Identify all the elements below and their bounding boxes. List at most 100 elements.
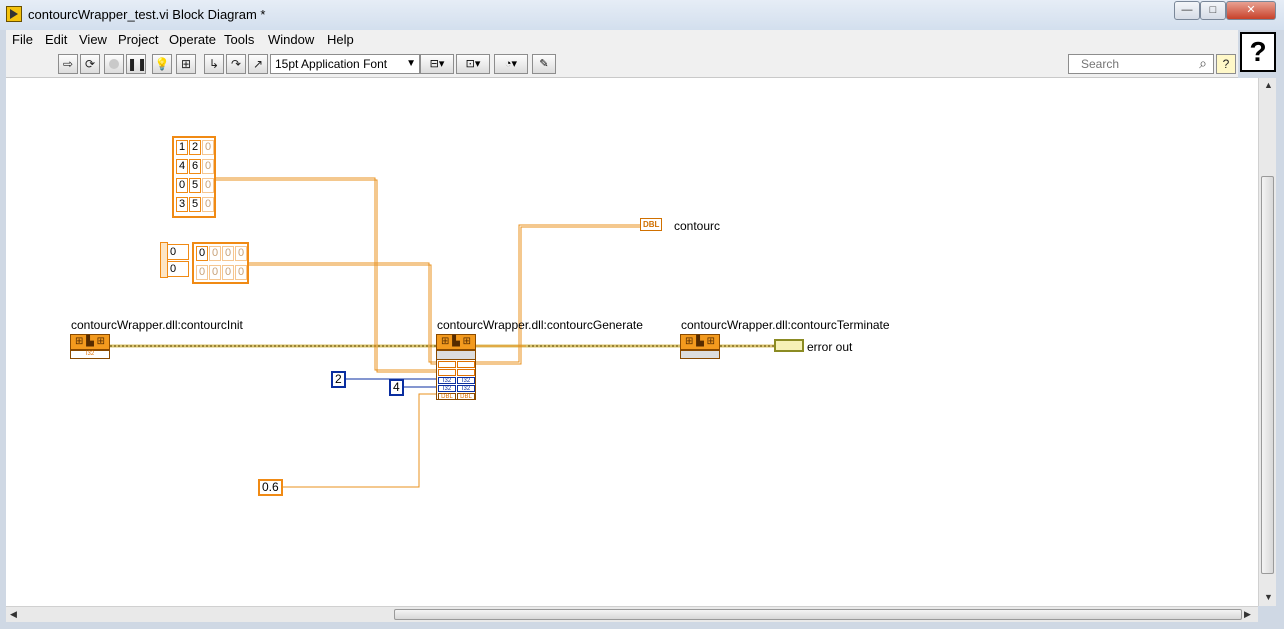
menu-window[interactable]: Window xyxy=(268,32,315,47)
array-cell[interactable]: 0 xyxy=(222,265,234,280)
i32-terminal[interactable]: I32 xyxy=(457,385,475,392)
cols-constant[interactable]: 4 xyxy=(389,379,404,396)
search-icon[interactable]: ⌕ xyxy=(1199,55,1207,71)
abort-icon[interactable] xyxy=(104,54,124,74)
menu-help[interactable]: Help xyxy=(327,32,354,47)
matrix-array-constant[interactable]: 1 2 0 4 6 0 0 5 0 3 5 0 xyxy=(172,136,216,218)
toolbar: ⇨ ⟳ ❚❚ 💡 ⊞ ↳ ↷ ↗ 15pt Application Font ▼… xyxy=(6,50,1238,78)
matrix-cell[interactable]: 0 xyxy=(176,178,188,193)
block-diagram-canvas[interactable]: 1 2 0 4 6 0 0 5 0 3 5 0 0 0 0 0 0 0 0 0 … xyxy=(6,78,1258,606)
call-library-icon: ⊞ ▙ ⊞ xyxy=(440,336,471,347)
array-terminal[interactable] xyxy=(438,369,456,376)
horizontal-scroll-thumb[interactable] xyxy=(394,609,1242,620)
clean-up-diagram-icon[interactable]: ✎ xyxy=(532,54,556,74)
chevron-down-icon: ▼ xyxy=(406,58,416,69)
scroll-right-icon[interactable]: ▶ xyxy=(1244,609,1251,619)
close-button[interactable]: ✕ xyxy=(1226,1,1276,20)
matrix-cell[interactable]: 0 xyxy=(202,197,214,212)
align-objects-icon[interactable]: ⊟▾ xyxy=(420,54,454,74)
search-box[interactable]: ⌕ xyxy=(1068,54,1214,74)
window-title: contourcWrapper_test.vi Block Diagram * xyxy=(28,7,266,22)
search-input[interactable] xyxy=(1071,56,1181,72)
scroll-left-icon[interactable]: ◀ xyxy=(10,609,17,619)
array-cell[interactable]: 0 xyxy=(196,265,208,280)
pause-icon[interactable]: ❚❚ xyxy=(126,54,147,74)
matrix-cell[interactable]: 1 xyxy=(176,140,188,155)
dbl-terminal[interactable]: DBL xyxy=(438,393,456,400)
array-index-col[interactable]: 0 xyxy=(167,261,189,277)
maximize-button[interactable]: □ xyxy=(1200,1,1226,20)
array-cell[interactable]: 0 xyxy=(235,265,247,280)
error-out-label: error out xyxy=(807,340,853,354)
menu-bar: File Edit View Project Operate Tools Win… xyxy=(6,30,1238,50)
terminate-call-library-node[interactable]: ⊞ ▙ ⊞ xyxy=(680,334,720,350)
step-over-icon[interactable]: ↷ xyxy=(226,54,246,74)
terminate-node-label: contourcWrapper.dll:contourcTerminate xyxy=(681,318,890,332)
matrix-cell[interactable]: 4 xyxy=(176,159,188,174)
i32-terminal[interactable]: I32 xyxy=(457,377,475,384)
reorder-icon[interactable]: ◔▾ xyxy=(494,54,528,74)
array-cell[interactable]: 0 xyxy=(209,246,221,261)
menu-edit[interactable]: Edit xyxy=(45,32,68,47)
labview-vi-icon xyxy=(6,6,22,22)
minimize-button[interactable]: — xyxy=(1174,1,1200,20)
error-out-cluster-terminal[interactable] xyxy=(774,339,804,352)
matrix-cell[interactable]: 0 xyxy=(202,178,214,193)
run-arrow-icon[interactable]: ⇨ xyxy=(58,54,78,74)
distribute-objects-icon[interactable]: ⊡▾ xyxy=(456,54,490,74)
dbl-terminal[interactable]: DBL xyxy=(457,393,475,400)
empty-array-constant[interactable]: 0 0 0 0 0 0 0 0 xyxy=(192,242,249,284)
scroll-up-icon[interactable]: ▲ xyxy=(1264,80,1273,90)
matrix-cell[interactable]: 2 xyxy=(189,140,201,155)
generate-node-label: contourcWrapper.dll:contourcGenerate xyxy=(437,318,643,332)
matrix-cell[interactable]: 3 xyxy=(176,197,188,212)
matrix-cell[interactable]: 5 xyxy=(189,197,201,212)
array-terminal[interactable] xyxy=(457,369,475,376)
rows-constant[interactable]: 2 xyxy=(331,371,346,388)
call-library-icon: ⊞ ▙ ⊞ xyxy=(74,336,105,347)
font-selector-value: 15pt Application Font xyxy=(275,57,388,71)
terminate-terminal[interactable] xyxy=(680,350,720,359)
generate-call-library-node[interactable]: ⊞ ▙ ⊞ xyxy=(436,334,476,350)
scroll-down-icon[interactable]: ▼ xyxy=(1264,592,1273,602)
context-help-icon[interactable]: ? xyxy=(1216,54,1236,74)
init-i32-terminal[interactable]: I32 xyxy=(70,350,110,359)
menu-file[interactable]: File xyxy=(12,32,33,47)
menu-view[interactable]: View xyxy=(79,32,107,47)
step-out-icon[interactable]: ↗ xyxy=(248,54,268,74)
array-cell[interactable]: 0 xyxy=(235,246,247,261)
array-cell[interactable]: 0 xyxy=(209,265,221,280)
contourc-indicator-label: contourc xyxy=(674,219,721,233)
wire-layer xyxy=(110,177,774,488)
run-continuously-icon[interactable]: ⟳ xyxy=(80,54,100,74)
array-terminal[interactable] xyxy=(457,361,475,368)
i32-terminal[interactable]: I32 xyxy=(438,377,456,384)
title-bar: contourcWrapper_test.vi Block Diagram * … xyxy=(0,0,1284,30)
vertical-scrollbar[interactable]: ▲ ▼ xyxy=(1258,78,1276,606)
array-cell[interactable]: 0 xyxy=(222,246,234,261)
contourc-indicator-terminal[interactable]: DBL xyxy=(640,218,663,231)
array-index-row[interactable]: 0 xyxy=(167,244,189,260)
i32-terminal[interactable]: I32 xyxy=(438,385,456,392)
retain-wire-values-icon[interactable]: ⊞ xyxy=(176,54,196,74)
matrix-cell[interactable]: 0 xyxy=(202,140,214,155)
matrix-cell[interactable]: 6 xyxy=(189,159,201,174)
array-cell[interactable]: 0 xyxy=(196,246,208,261)
vertical-scroll-thumb[interactable] xyxy=(1261,176,1274,574)
level-constant[interactable]: 0.6 xyxy=(258,479,283,496)
context-help-window-icon[interactable]: ? xyxy=(1240,32,1276,72)
font-selector[interactable]: 15pt Application Font ▼ xyxy=(270,54,420,74)
menu-operate[interactable]: Operate xyxy=(169,32,216,47)
horizontal-scrollbar[interactable]: ◀ ▶ xyxy=(6,606,1258,622)
matrix-cell[interactable]: 5 xyxy=(189,178,201,193)
highlight-execution-bulb-icon[interactable]: 💡 xyxy=(152,54,172,74)
call-library-icon: ⊞ ▙ ⊞ xyxy=(684,336,715,347)
matrix-cell[interactable]: 0 xyxy=(202,159,214,174)
step-into-icon[interactable]: ↳ xyxy=(204,54,224,74)
menu-tools[interactable]: Tools xyxy=(224,32,255,47)
array-terminal[interactable] xyxy=(438,361,456,368)
init-call-library-node[interactable]: ⊞ ▙ ⊞ xyxy=(70,334,110,350)
array-index-scroll[interactable] xyxy=(160,242,168,278)
init-node-label: contourcWrapper.dll:contourcInit xyxy=(71,318,243,332)
menu-project[interactable]: Project xyxy=(118,32,159,47)
